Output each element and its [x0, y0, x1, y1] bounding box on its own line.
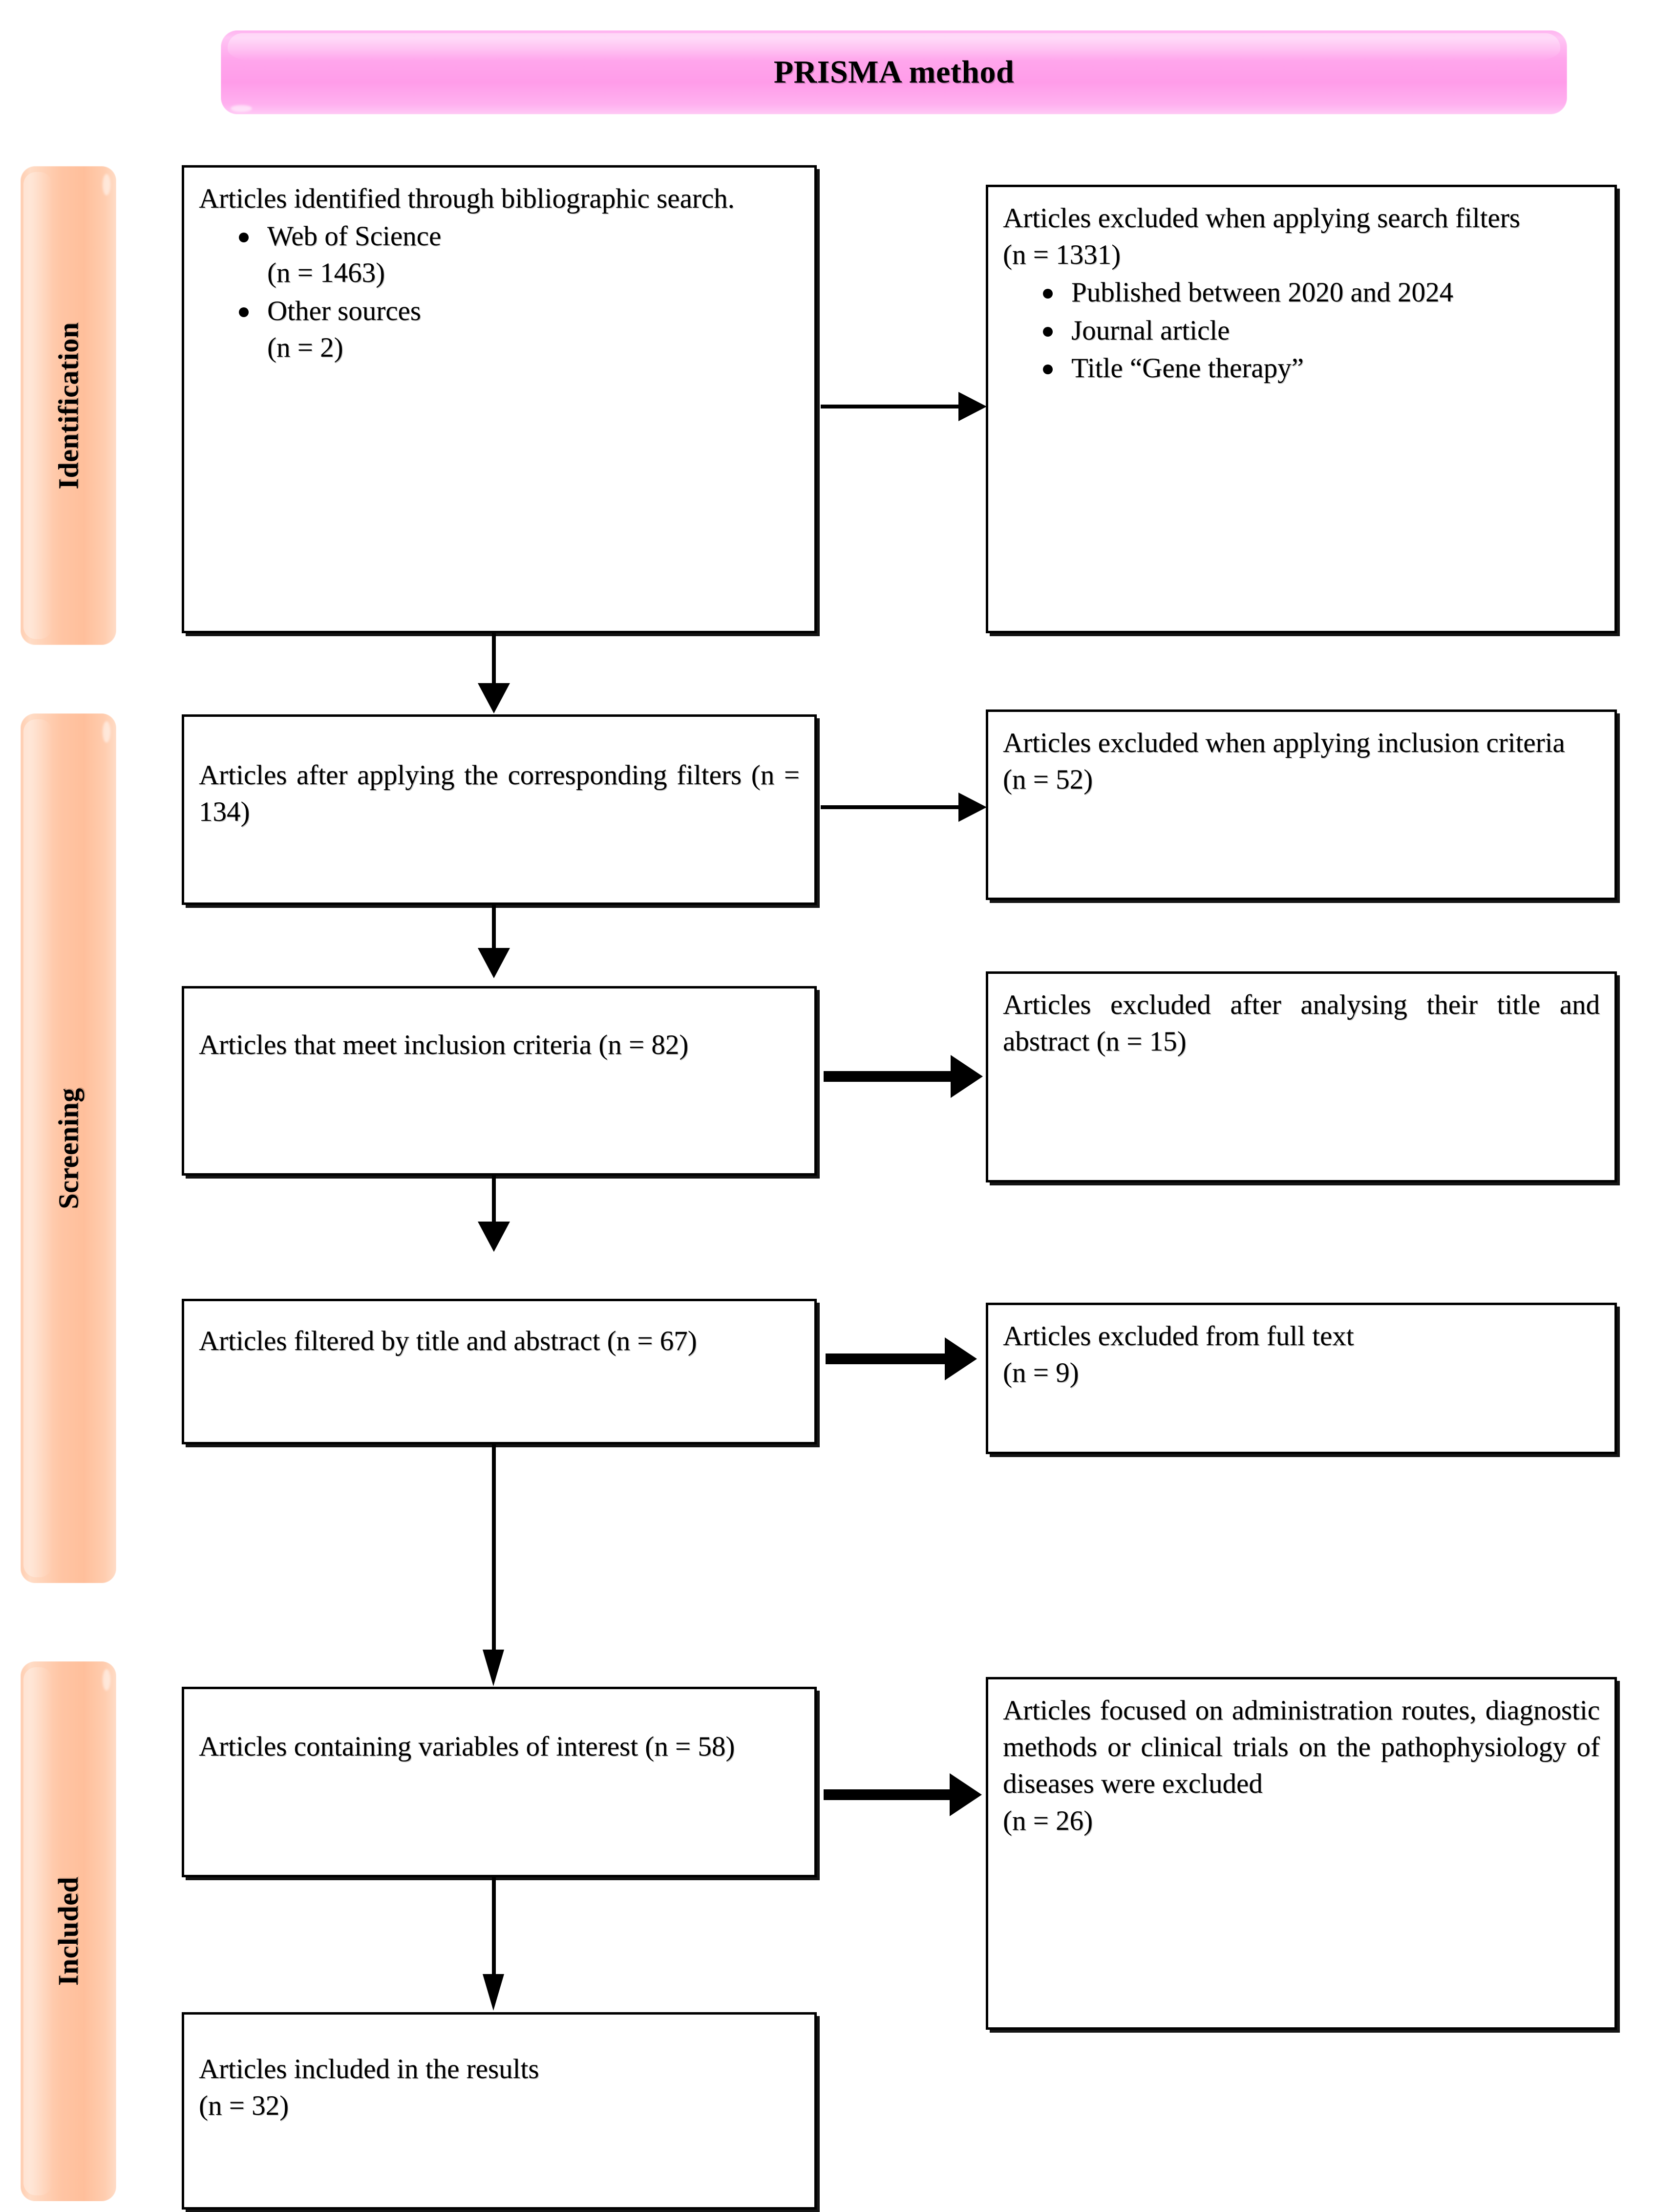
arrowhead-right-icon [950, 1773, 982, 1816]
diagram-title-banner: PRISMA method [221, 30, 1567, 114]
source-label: Web of Science [267, 221, 442, 252]
connector-down-to-final [492, 1877, 496, 1995]
connector-identified-to-excluded-filters [821, 405, 967, 408]
variables-of-interest-text: Articles containing variables of interes… [199, 1731, 735, 1762]
box-filtered-title-abstract: Articles filtered by title and abstract … [182, 1299, 817, 1444]
list-item: Journal article [1043, 312, 1600, 349]
stage-label-screening: Screening [52, 1087, 85, 1209]
arrowhead-down-icon [483, 1974, 504, 2011]
list-item: Other sources (n = 2) [239, 293, 800, 366]
excluded-filters-heading: Articles excluded when applying search f… [1003, 203, 1520, 234]
stage-label-identification: Identification [52, 322, 85, 490]
box-articles-identified: Articles identified through bibliographi… [182, 165, 817, 633]
excluded-focus-count: (n = 26) [1003, 1805, 1093, 1836]
connector-filtered-to-excluded-fulltext [826, 1353, 948, 1364]
arrowhead-right-icon [958, 793, 987, 822]
meet-inclusion-text: Articles that meet inclusion criteria (n… [199, 1030, 689, 1060]
list-item: Published between 2020 and 2024 [1043, 274, 1600, 311]
stage-bar-included: Included [21, 1661, 116, 2201]
box-excluded-title-abstract: Articles excluded after analysing their … [986, 971, 1617, 1182]
box-articles-identified-heading: Articles identified through bibliographi… [199, 183, 735, 214]
box-articles-included-results: Articles included in the results (n = 32… [182, 2012, 817, 2210]
box-excluded-full-text: Articles excluded from full text (n = 9) [986, 1303, 1617, 1454]
box-meet-inclusion-criteria: Articles that meet inclusion criteria (n… [182, 986, 817, 1176]
excluded-focus-heading: Articles focused on administration route… [1003, 1695, 1600, 1800]
excluded-full-text-count: (n = 9) [1003, 1357, 1079, 1389]
arrowhead-right-icon [951, 1055, 983, 1098]
excluded-filters-count: (n = 1331) [1003, 239, 1121, 271]
source-count: (n = 2) [267, 332, 343, 363]
connector-down-to-variables [492, 1444, 496, 1674]
arrowhead-right-icon [945, 1337, 977, 1380]
box-excluded-inclusion-criteria: Articles excluded when applying inclusio… [986, 709, 1617, 900]
connector-down-to-title-abstract [492, 1176, 496, 1233]
arrowhead-down-icon [478, 1222, 510, 1252]
final-count: (n = 32) [199, 2090, 289, 2122]
excluded-inclusion-heading: Articles excluded when applying inclusio… [1003, 728, 1565, 758]
arrowhead-down-icon [478, 948, 510, 978]
filtered-title-abstract-text: Articles filtered by title and abstract … [199, 1326, 697, 1356]
arrowhead-down-icon [483, 1650, 504, 1686]
stage-bar-identification: Identification [21, 166, 116, 645]
arrowhead-down-icon [478, 683, 510, 713]
final-heading: Articles included in the results [199, 2054, 539, 2084]
identified-source-list: Web of Science (n = 1463) Other sources … [199, 218, 800, 366]
connector-down-to-inclusion [492, 905, 496, 960]
connector-down-to-filters [492, 633, 496, 695]
excluded-full-text-heading: Articles excluded from full text [1003, 1321, 1354, 1352]
excluded-title-abstract-text: Articles excluded after analysing their … [1003, 989, 1600, 1057]
page-title: PRISMA method [773, 54, 1015, 90]
source-count: (n = 1463) [267, 258, 385, 289]
connector-filters-to-excluded-inclusion [821, 805, 967, 809]
connector-variables-to-excluded-focus [824, 1789, 954, 1800]
after-filters-text: Articles after applying the correspondin… [199, 760, 800, 828]
box-articles-after-filters: Articles after applying the correspondin… [182, 714, 817, 905]
arrowhead-right-icon [958, 392, 987, 421]
connector-inclusion-to-excluded-abstract [824, 1071, 955, 1082]
excluded-inclusion-count: (n = 52) [1003, 764, 1093, 795]
list-item: Title “Gene therapy” [1043, 350, 1600, 387]
box-excluded-focus-areas: Articles focused on administration route… [986, 1677, 1617, 2030]
box-variables-of-interest: Articles containing variables of interes… [182, 1687, 817, 1877]
list-item: Web of Science (n = 1463) [239, 218, 800, 291]
source-label: Other sources [267, 295, 421, 326]
excluded-filters-list: Published between 2020 and 2024 Journal … [1003, 274, 1600, 387]
box-excluded-search-filters: Articles excluded when applying search f… [986, 185, 1617, 633]
stage-label-included: Included [52, 1876, 85, 1986]
stage-bar-screening: Screening [21, 713, 116, 1583]
